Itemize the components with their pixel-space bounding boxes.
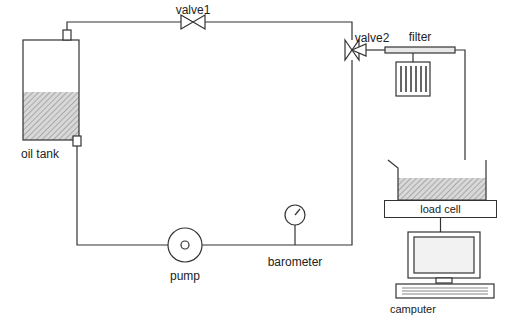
part-label: pump [170, 270, 200, 282]
part-label: filter [409, 31, 432, 43]
pipe [202, 60, 352, 245]
pipe [205, 22, 352, 40]
tank-outlet [73, 136, 81, 146]
pump-symbol [168, 228, 202, 262]
liquid [398, 178, 486, 200]
valve-symbol [181, 15, 205, 29]
filter-element [401, 66, 426, 92]
tank-nozzle [63, 30, 71, 40]
pipe [366, 49, 385, 50]
part-label: barometer [268, 256, 323, 268]
pipe [455, 50, 465, 160]
beaker [388, 160, 486, 200]
load-cell-platform: load cell [384, 200, 497, 218]
pipe [67, 22, 181, 30]
filter-stem [412, 53, 413, 62]
oil-tank [23, 40, 79, 140]
signal-cable [440, 218, 441, 232]
pipe [77, 146, 168, 245]
barometer-symbol [285, 205, 305, 225]
filter-plate [385, 47, 455, 53]
gauge-needle [295, 209, 300, 215]
part-label: valve2 [355, 32, 390, 44]
computer-label: camputer [390, 304, 436, 315]
node-label: load cell [420, 204, 460, 215]
oil-level [23, 92, 79, 140]
filter-housing [396, 62, 430, 96]
valve-port [352, 44, 366, 56]
part-label: oil tank [21, 148, 59, 160]
part-label: valve1 [176, 4, 211, 16]
pump-hub [181, 241, 189, 249]
computer-icon: camputer [390, 226, 500, 318]
gauge-stem [294, 225, 295, 245]
